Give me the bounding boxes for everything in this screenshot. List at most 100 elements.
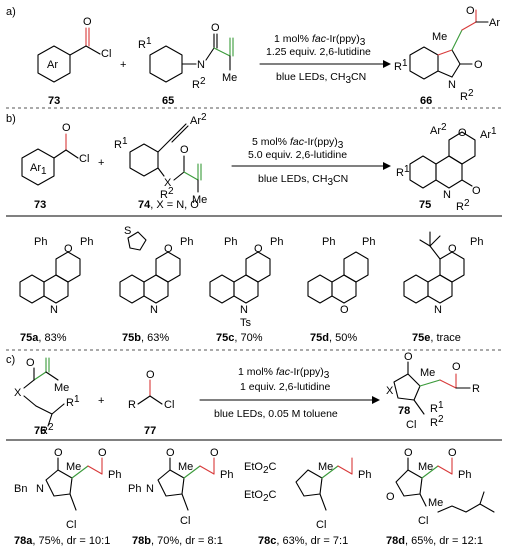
r1-label: R1 [114, 136, 128, 151]
alkene-bond [183, 171, 199, 181]
compound-id: 76 [34, 425, 46, 437]
nitrogen-label: N [36, 483, 44, 495]
methyl-label: Me [420, 367, 435, 379]
panel-c-reactant-77: R O Cl 77 [128, 369, 174, 437]
oxygen-label: O [448, 243, 457, 255]
panel-b-examples: O Ph Ph N 75a, 83% O S Ph N 75b, 63% O P… [19, 225, 483, 344]
lactone-ring [331, 274, 357, 304]
right-group: Ph [80, 236, 93, 248]
panel-c-examples: Bn N O Me O Ph Cl 78a, 75%, dr = 10:1 Ph… [14, 447, 495, 547]
oxygen-label: O [210, 447, 219, 459]
oxygen-label: O [458, 127, 467, 139]
panel-a-label: a) [6, 6, 16, 18]
bond [181, 493, 189, 511]
benzene-ring [409, 46, 439, 80]
compound-id: 74, X = N, O [138, 199, 199, 211]
compound-id: 73 [48, 95, 60, 107]
chlorine-label: Cl [406, 419, 416, 431]
right-group: Ph [470, 236, 483, 248]
chlorine-label: Cl [66, 519, 76, 531]
pyran-ring [439, 251, 465, 283]
conditions-line1: 5 mol% fac-Ir(ppy)3 [252, 136, 344, 151]
bond [71, 465, 89, 479]
example-75e: O Ph N 75e, trace [403, 231, 483, 344]
bond [69, 45, 87, 56]
panel-b-reactant-74: R1 Ar2 X R2 O Me 74, X = N, O [114, 112, 207, 211]
conditions-line2: 1 equiv. 2,6-lutidine [240, 381, 330, 393]
right-group: Ph [270, 236, 283, 248]
arrow-head [383, 162, 391, 170]
ring-oxygen: O [386, 491, 395, 503]
nitrogen-label: N [50, 304, 58, 316]
example-78b: Ph N O Me O Ph Cl 78b, 70%, dr = 8:1 [128, 447, 233, 547]
bond [419, 493, 427, 507]
panel-b-arrow: 5 mol% fac-Ir(ppy)3 5.0 equiv. 2,6-lutid… [231, 136, 391, 188]
methyl-label: Me [418, 461, 433, 473]
r2-label: R2 [430, 414, 444, 429]
oxygen-label: O [448, 447, 457, 459]
example-75b: O S Ph N 75b, 63% [119, 225, 193, 344]
example-id: 75a, 83% [20, 332, 67, 344]
benzene-ring [19, 274, 45, 304]
compound-id: 73 [34, 199, 46, 211]
compound-id: 78 [398, 405, 410, 417]
bond [319, 493, 327, 511]
five-membered-ring [393, 373, 421, 401]
left-group: Ph [34, 236, 47, 248]
nitrogen-label: N [197, 59, 205, 71]
phenyl-label: Ph [220, 469, 233, 481]
bond [157, 139, 171, 153]
conditions-line3: blue LEDs, 0.05 M toluene [214, 408, 338, 420]
thiophene-ring [127, 231, 147, 251]
bond [451, 49, 461, 65]
oxygen-label: O [452, 361, 461, 373]
arrow-head [383, 60, 391, 68]
example-75c: O Ph Ph N Ts 75c, 70% [209, 236, 283, 344]
conditions-line3: blue LEDs, CH3CN [258, 173, 348, 188]
nitrogen-label: N [448, 79, 456, 91]
bond [23, 379, 35, 389]
oxygen-label: O [404, 351, 413, 363]
panel-c-label: c) [6, 354, 15, 366]
example-id: 75b, 63% [122, 332, 169, 344]
oxygen-label: O [83, 16, 92, 28]
pyran-ring [55, 251, 81, 283]
ester-2: EtO2C [244, 489, 277, 504]
arrow-head [372, 396, 380, 404]
chlorine-label: Cl [101, 48, 111, 60]
bond [69, 493, 77, 511]
lactam-ring [43, 274, 69, 304]
ring-label: Ar1 [30, 162, 47, 177]
ring [343, 251, 369, 283]
lactone-ring [395, 469, 423, 497]
bond [337, 465, 353, 475]
chlorine-label: Cl [164, 399, 174, 411]
panel-b-product-75: R1 O Ar2 Ar1 N R2 O 75 [396, 122, 497, 213]
compound-id: 65 [162, 95, 174, 107]
tosyl-label: Ts [240, 317, 252, 329]
cyclopentane-ring [295, 469, 323, 497]
conditions-line2: 1.25 equiv. 2,6-lutidine [266, 46, 371, 58]
example-id: 78c, 63%, dr = 7:1 [258, 535, 348, 547]
left-group: Ph [322, 236, 335, 248]
right-group: Ph [180, 236, 193, 248]
r1-label: R1 [430, 400, 444, 415]
oxygen-label: O [98, 447, 107, 459]
conditions-line3: blue LEDs, CH3CN [276, 71, 366, 86]
benzene-ring [209, 274, 235, 304]
bond [413, 399, 425, 415]
example-75a: O Ph Ph N 75a, 83% [19, 236, 93, 344]
r1-label: R1 [66, 394, 80, 409]
methyl-label: Me [66, 461, 81, 473]
ar2-label: Ar2 [190, 112, 207, 127]
benzene-ring [37, 45, 71, 83]
bond [439, 379, 457, 389]
nitrogen-label: N [146, 483, 154, 495]
tert-butyl-bond [429, 245, 441, 260]
benzene-ring [307, 274, 333, 304]
r2-label: R2 [456, 198, 470, 213]
bond [157, 167, 165, 177]
bond [451, 63, 461, 78]
carbonyl-bond [461, 179, 473, 187]
